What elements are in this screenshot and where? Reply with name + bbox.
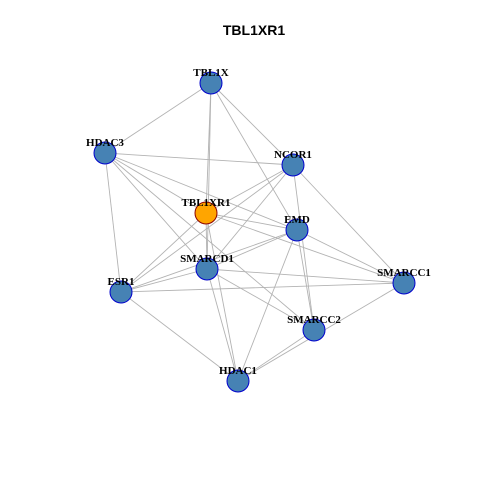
edge-hdac3-ncor1 [104,152,294,166]
edge-ncor1-tbl1xr1 [205,164,294,214]
diagram-title: TBL1XR1 [223,22,285,38]
node-label-smarcc1: SMARCC1 [377,267,431,279]
node-label-esr1: ESR1 [108,276,135,288]
edge-hdac3-tbl1xr1 [104,152,207,214]
edge-esr1-smarcc1 [120,282,405,293]
node-esr1[interactable] [109,280,133,304]
edge-tbl1x-hdac3 [104,82,212,154]
node-hdac1[interactable] [226,369,250,393]
node-label-smarcd1: SMARCD1 [180,253,234,265]
edge-tbl1x-smarcd1 [206,82,212,270]
edge-tbl1xr1-hdac1 [205,212,239,382]
edge-emd-smarcc2 [296,229,315,331]
edge-hdac3-smarcd1 [104,152,208,270]
edge-tbl1x-ncor1 [210,82,294,166]
edge-esr1-hdac1 [120,291,239,382]
edge-layer [104,82,405,382]
edge-smarcd1-smarcc1 [206,268,405,284]
node-label-smarcc2: SMARCC2 [287,314,341,326]
edge-emd-smarcd1 [206,229,298,270]
edge-smarcd1-esr1 [120,268,208,293]
node-emd[interactable] [285,218,309,242]
edge-ncor1-esr1 [120,164,294,293]
edge-tbl1xr1-smarcc1 [205,212,405,284]
edge-hdac3-smarcc2 [104,152,315,331]
label-layer: TBL1XHDAC3NCOR1TBL1XR1EMDSMARCD1ESR1SMAR… [86,67,431,377]
node-layer [93,71,416,393]
edge-ncor1-smarcd1 [206,164,294,270]
edge-tbl1xr1-esr1 [120,212,207,293]
node-label-ncor1: NCOR1 [274,149,312,161]
edge-smarcd1-smarcc2 [206,268,315,331]
node-smarcd1[interactable] [195,257,219,281]
node-label-hdac1: HDAC1 [219,365,257,377]
node-label-tbl1xr1: TBL1XR1 [182,197,231,209]
node-tbl1xr1[interactable] [194,201,218,225]
node-label-emd: EMD [284,214,310,226]
node-smarcc1[interactable] [392,271,416,295]
node-label-hdac3: HDAC3 [86,137,124,149]
edge-emd-smarcc1 [296,229,405,284]
edge-emd-hdac1 [237,229,298,382]
edge-smarcc2-hdac1 [237,329,315,382]
edge-hdac3-emd [104,152,298,231]
node-ncor1[interactable] [281,153,305,177]
node-hdac3[interactable] [93,141,117,165]
node-tbl1x[interactable] [199,71,223,95]
edge-ncor1-smarcc1 [292,164,405,284]
node-label-tbl1x: TBL1X [193,67,229,79]
edge-hdac3-esr1 [104,152,122,293]
node-smarcc2[interactable] [302,318,326,342]
edge-smarcd1-hdac1 [206,268,239,382]
edge-tbl1xr1-emd [205,212,298,231]
edge-tbl1x-emd [210,82,298,231]
